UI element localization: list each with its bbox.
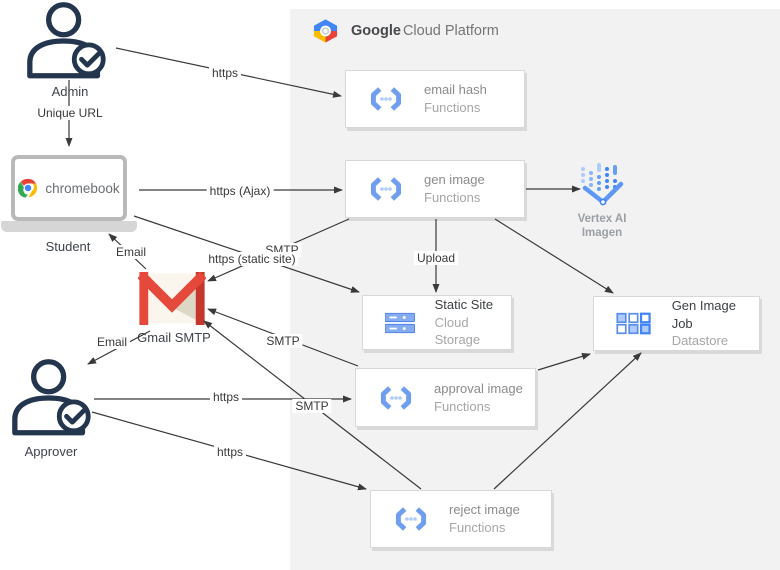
service-email-hash-functions: email hash Functions	[345, 70, 525, 128]
datastore-icon	[616, 312, 651, 335]
vertex-ai-icon	[581, 163, 624, 206]
service-static-site-storage: Static Site Cloud Storage	[362, 295, 512, 350]
approver-label: Approver	[24, 444, 78, 459]
service-title: email hash	[424, 82, 487, 98]
approver-user-icon	[12, 359, 91, 436]
vertex-ai-line1: Vertex AI	[577, 213, 627, 225]
gcp-logo-icon	[313, 19, 338, 43]
chrome-logo-icon	[18, 178, 38, 198]
vertex-ai-label: Vertex AI Imagen	[566, 212, 638, 241]
chromebook-screen: chromebook	[11, 155, 127, 221]
service-gen-image-job-datastore: Gen Image Job Datastore	[593, 296, 760, 351]
service-subtitle: Functions	[424, 190, 481, 205]
gcp-title-bold: Google	[351, 23, 401, 39]
admin-user-icon	[27, 2, 106, 79]
edge-label-https-ajax: https (Ajax)	[206, 184, 274, 198]
cloud-storage-icon	[385, 312, 415, 333]
gmail-label: Gmail SMTP	[137, 330, 211, 345]
edge-label-https-approval: https	[209, 390, 243, 404]
edge-label-smtp-approval: SMTP	[263, 334, 303, 348]
admin-label: Admin	[51, 84, 89, 99]
service-title: gen image	[424, 172, 485, 188]
service-subtitle: Datastore	[671, 333, 729, 349]
service-reject-image-functions: reject image Functions	[370, 490, 552, 548]
vertex-ai-line2: Imagen	[581, 227, 623, 240]
edge-label-upload: Upload	[413, 251, 459, 265]
cloud-functions-icon	[395, 507, 427, 531]
edge-label-email-student: Email	[112, 245, 150, 259]
service-subtitle: Functions	[434, 398, 491, 414]
service-subtitle: Cloud Storage	[434, 314, 481, 348]
cloud-functions-icon	[380, 385, 412, 410]
service-title: reject image	[449, 502, 520, 518]
cloud-functions-icon	[370, 87, 402, 111]
edge-label-https-static-site: https (static site)	[205, 252, 299, 266]
edge-label-https-reject: https	[213, 445, 247, 459]
service-title: approval image	[434, 380, 523, 396]
edge-label-https-admin: https	[208, 66, 242, 80]
service-approval-image-functions: approval image Functions	[355, 368, 536, 427]
chromebook-base	[1, 221, 137, 232]
cloud-functions-icon	[370, 177, 402, 201]
service-subtitle: Functions	[449, 520, 506, 535]
student-label: Student	[45, 239, 91, 254]
service-title: Gen Image Job	[671, 298, 737, 331]
service-subtitle: Functions	[424, 100, 481, 115]
chromebook-text: chromebook	[45, 180, 120, 196]
gcp-title-rest: Cloud Platform	[402, 23, 499, 39]
edge-label-smtp-reject: SMTP	[292, 399, 332, 413]
service-gen-image-functions: gen image Functions	[345, 160, 525, 218]
edge-label-unique-url: Unique URL	[34, 106, 106, 120]
gmail-icon	[138, 272, 206, 325]
edge-label-email-approver: Email	[93, 335, 131, 349]
service-title: Static Site	[434, 297, 494, 313]
